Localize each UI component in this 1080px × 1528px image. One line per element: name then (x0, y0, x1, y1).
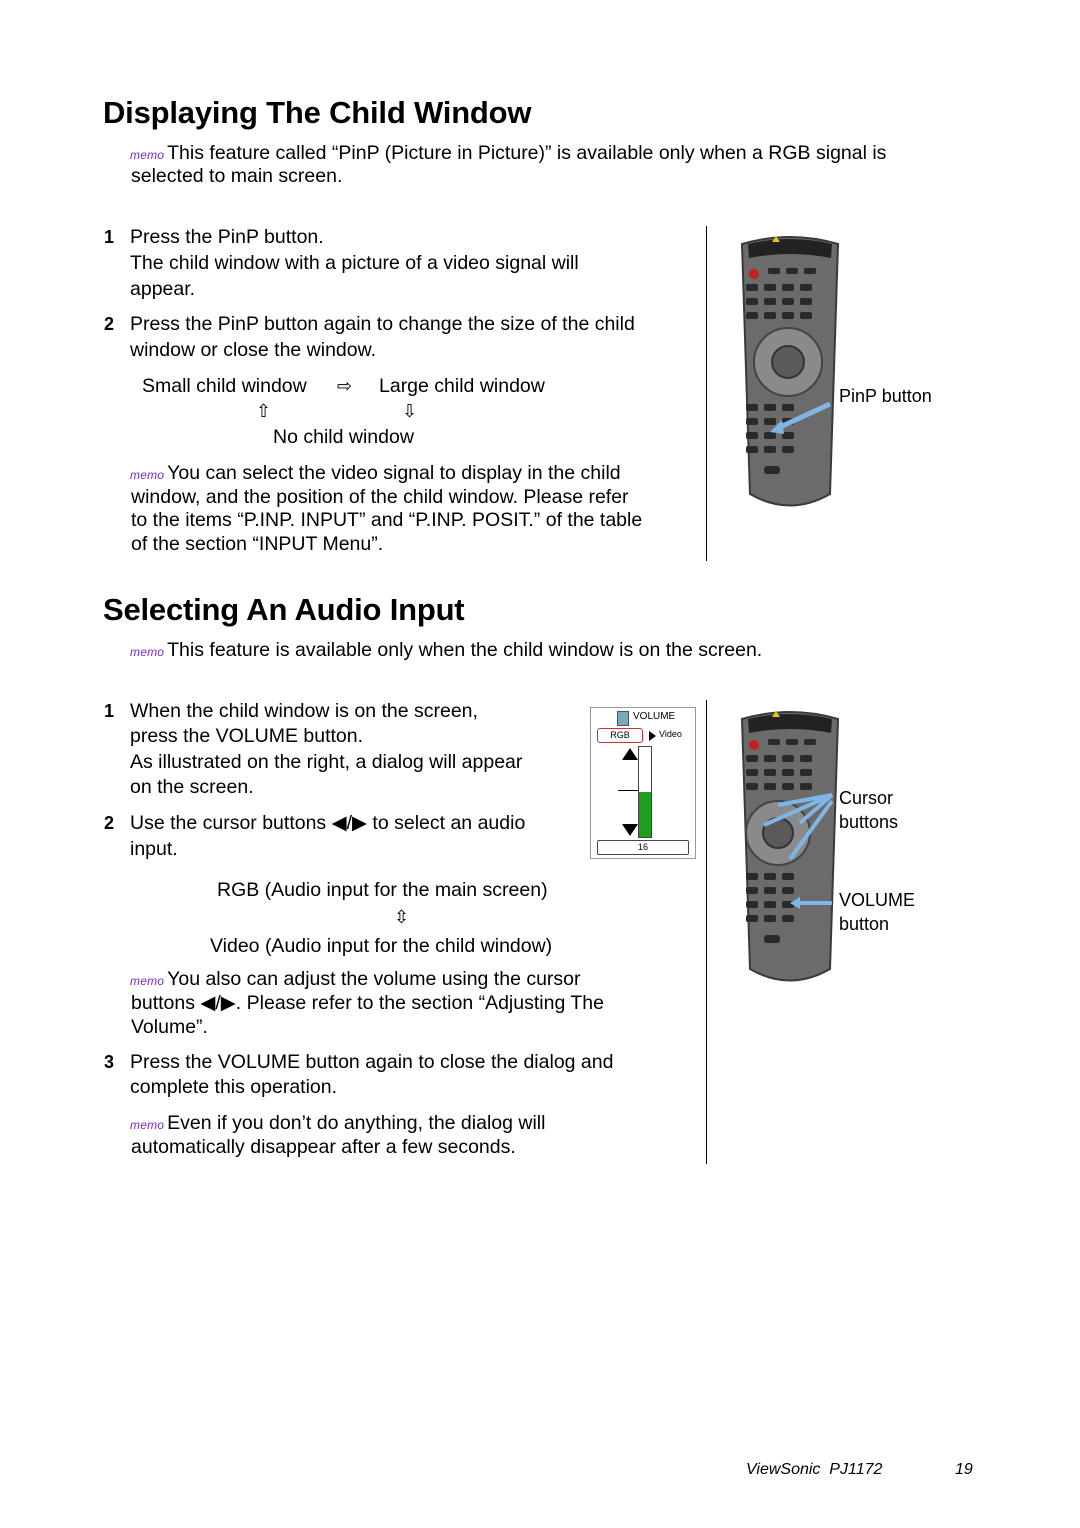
memo-text: You can select the video signal to displ… (167, 462, 621, 484)
step-text: When the child window is on the screen, (130, 700, 478, 722)
page-number: 19 (955, 1461, 973, 1478)
volume-dialog-title: VOLUME (633, 711, 676, 722)
memo-label: memo (130, 468, 165, 482)
step-text: on the screen. (130, 776, 254, 798)
section-title-audio-input: Selecting An Audio Input (103, 592, 465, 627)
step-text: appear. (130, 278, 196, 300)
memo-label: memo (130, 1118, 165, 1132)
step-number: 1 (104, 227, 115, 247)
step-text: window or close the window. (130, 339, 377, 361)
step-text: Press the VOLUME button again to close t… (130, 1051, 614, 1073)
play-right-icon (649, 731, 656, 741)
step-number: 2 (104, 314, 115, 334)
volume-up-icon (622, 748, 638, 760)
volume-dialog: VOLUME RGB Video 16 (590, 707, 696, 859)
option-video: Video (Audio input for the child window) (210, 935, 553, 957)
step-text: The child window with a picture of a vid… (130, 252, 579, 274)
step-number: 3 (104, 1052, 115, 1072)
column-divider (706, 700, 707, 1164)
updown-arrow-icon: ⇳ (394, 907, 410, 928)
option-rgb: RGB (Audio input for the main screen) (217, 879, 548, 901)
step-number: 1 (104, 701, 115, 721)
step-text: Use the cursor buttons ◀/▶ to select an … (130, 812, 526, 834)
arrow-up-icon: ⇧ (256, 401, 272, 422)
volume-level-value: 16 (637, 842, 648, 852)
step-text: input. (130, 838, 178, 860)
tab-video[interactable]: Video (659, 729, 682, 739)
arrow-down-icon: ⇩ (402, 401, 418, 422)
memo-text: This feature is available only when the … (167, 639, 763, 661)
volume-level-box: 16 (597, 840, 689, 855)
volume-bar-fill (639, 792, 651, 837)
step-text: Press the PinP button again to change th… (130, 313, 635, 335)
memo-label: memo (130, 645, 165, 659)
memo-label: memo (130, 974, 165, 988)
callout-volume-button: VOLUME button (839, 888, 915, 936)
callout-cursor-line2: buttons (839, 812, 899, 832)
memo-text-cont: automatically disappear after a few seco… (131, 1136, 516, 1158)
callout-cursor-buttons: Cursor buttons (839, 786, 898, 834)
memo-text: Even if you don’t do anything, the dialo… (167, 1112, 546, 1134)
memo-text-cont: selected to main screen. (131, 165, 343, 187)
memo-text-cont: of the section “INPUT Menu”. (131, 533, 384, 555)
step-text: press the VOLUME button. (130, 725, 364, 747)
callout-volume-line1: VOLUME (839, 890, 916, 910)
section-title-child-window: Displaying The Child Window (103, 95, 532, 130)
speaker-icon (617, 711, 629, 726)
step-text: complete this operation. (130, 1076, 338, 1098)
volume-down-icon (622, 824, 638, 836)
step-text: As illustrated on the right, a dialog wi… (130, 751, 523, 773)
memo-text: This feature called “PinP (Picture in Pi… (167, 142, 887, 164)
step-text: Press the PinP button. (130, 226, 324, 248)
column-divider (706, 226, 707, 561)
step-number: 2 (104, 813, 115, 833)
footer-brand: ViewSonic PJ1172 (746, 1461, 883, 1478)
callout-pinp-button: PinP button (839, 386, 932, 406)
callout-volume-line2: button (839, 914, 890, 934)
memo-text-cont: buttons ◀/▶. Please refer to the section… (131, 992, 604, 1014)
memo-label: memo (130, 148, 165, 162)
tab-rgb[interactable]: RGB (597, 728, 643, 743)
memo-text: You also can adjust the volume using the… (167, 968, 581, 990)
callout-cursor-line1: Cursor (839, 788, 894, 808)
arrow-right-icon: ⇨ (337, 376, 353, 397)
remote-control-image (740, 236, 840, 507)
memo-text-cont: Volume”. (131, 1016, 208, 1038)
volume-bar[interactable] (638, 746, 652, 838)
remote-control-image (740, 711, 840, 982)
cycle-none: No child window (273, 426, 414, 448)
cycle-large: Large child window (379, 375, 545, 397)
memo-text-cont: to the items “P.INP. INPUT” and “P.INP. … (131, 509, 643, 531)
volume-line (618, 790, 640, 791)
memo-text-cont: window, and the position of the child wi… (131, 486, 629, 508)
cycle-small: Small child window (142, 375, 307, 397)
